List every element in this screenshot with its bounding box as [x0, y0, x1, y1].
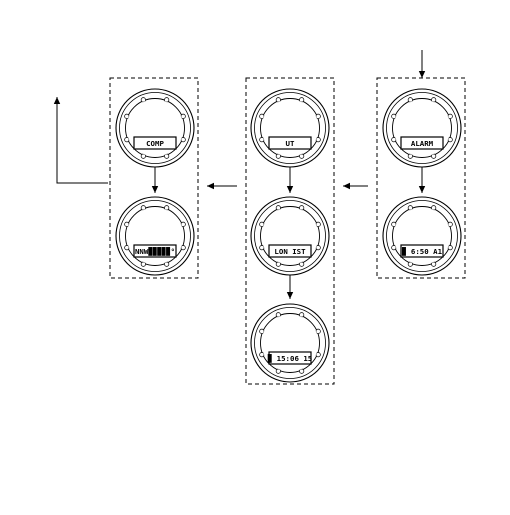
watch-dial-alarm: ALARM	[383, 89, 461, 167]
watch-dial-lon-ist: LON IST	[251, 197, 329, 275]
watch-dial-time: ▉ 15:06 15	[251, 304, 329, 382]
return-arrow	[57, 97, 108, 183]
watch-dial-ut: UT	[251, 89, 329, 167]
lcd-text-alarm-time: ▉ 6:50 A1	[401, 247, 443, 256]
lcd-text-alarm: ALARM	[411, 139, 434, 148]
lcd-text-time: ▉ 15:06 15	[267, 354, 313, 363]
lcd-text-comp: COMP	[146, 139, 164, 148]
lcd-text-lon-ist: LON IST	[274, 247, 306, 256]
watch-dial-alarm-time: ▉ 6:50 A1	[383, 197, 461, 275]
watch-dial-comp: COMP	[116, 89, 194, 167]
lcd-text-ut: UT	[286, 139, 295, 148]
watch-dial-heading: NNW▉▉▉▉▉°	[116, 197, 194, 275]
lcd-text-heading: NNW▉▉▉▉▉°	[135, 247, 175, 256]
